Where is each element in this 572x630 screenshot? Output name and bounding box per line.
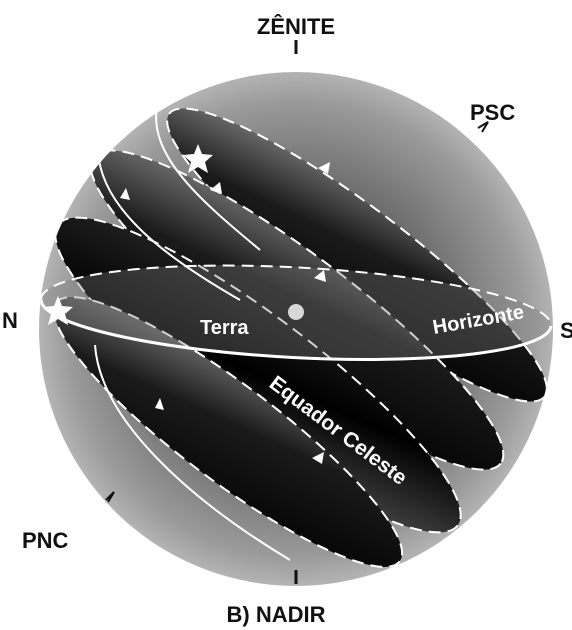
pnc-label: PNC — [22, 528, 69, 553]
earth-label: Terra — [200, 317, 249, 339]
zenith-label: ZÊNITE — [257, 14, 335, 39]
psc-label: PSC — [470, 100, 515, 125]
north-label: N — [2, 308, 18, 333]
south-label: S — [560, 318, 572, 343]
earth-dot — [288, 304, 304, 320]
nadir-label: B) NADIR — [227, 602, 326, 627]
